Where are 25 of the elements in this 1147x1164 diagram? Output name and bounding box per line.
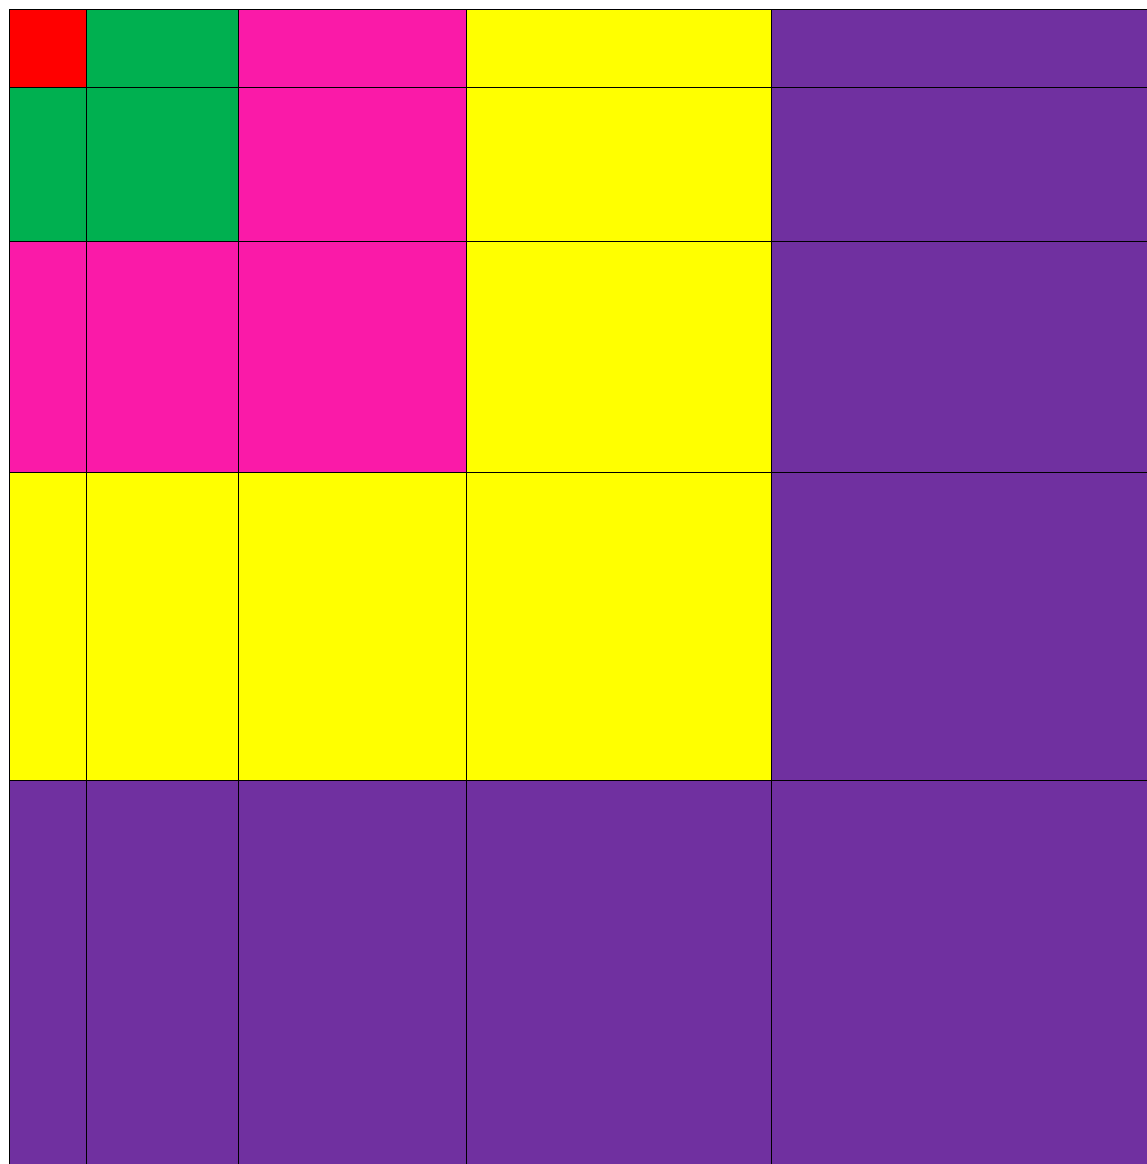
grid-tile — [86, 9, 239, 88]
grid-tile — [466, 780, 772, 1164]
grid-tile — [466, 9, 772, 88]
grid-tile — [9, 9, 87, 88]
grid-tile — [86, 241, 239, 473]
grid-tile — [466, 241, 772, 473]
grid-tile — [466, 472, 772, 781]
grid-tile — [238, 9, 467, 88]
grid-tile — [771, 472, 1147, 781]
grid-tile — [9, 472, 87, 781]
grid-tile — [9, 87, 87, 242]
grid-tile — [771, 780, 1147, 1164]
grid-tile — [238, 87, 467, 242]
grid-tile — [466, 87, 772, 242]
grid-tile — [9, 241, 87, 473]
grid-tile — [86, 472, 239, 781]
grid-tile — [238, 472, 467, 781]
grid-tile — [238, 780, 467, 1164]
grid-tile — [771, 241, 1147, 473]
grid-tile — [771, 9, 1147, 88]
grid-tile — [238, 241, 467, 473]
grid-tile — [86, 780, 239, 1164]
grid-tile — [86, 87, 239, 242]
grid-tile — [771, 87, 1147, 242]
grid-tile — [9, 780, 87, 1164]
